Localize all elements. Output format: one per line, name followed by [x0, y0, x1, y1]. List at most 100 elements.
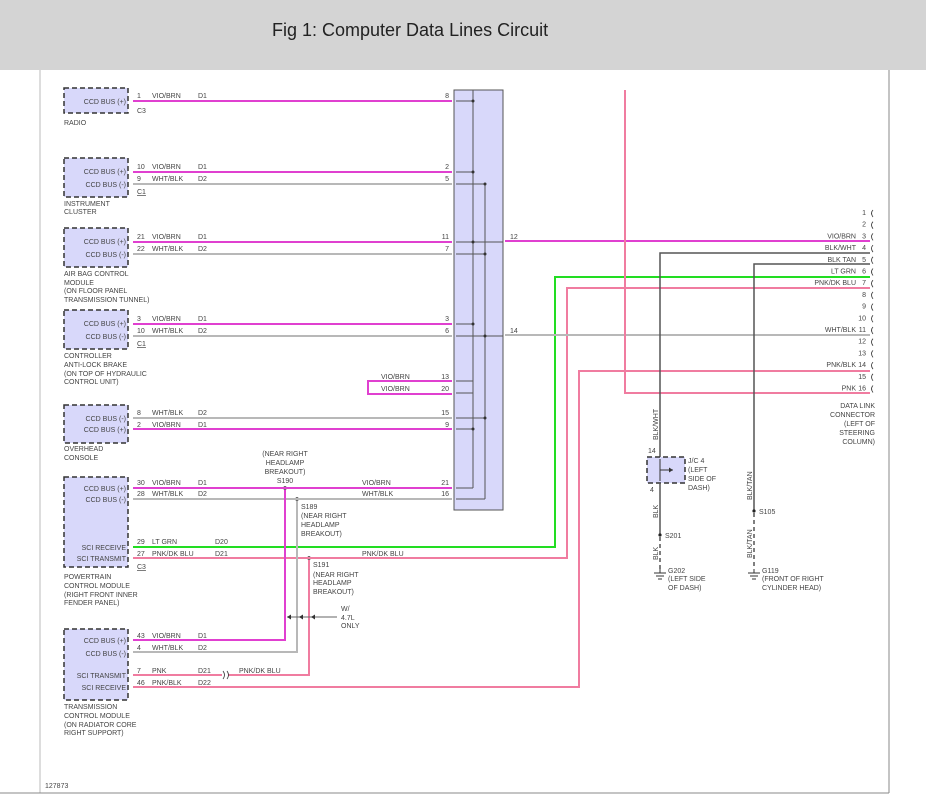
svg-text:S105: S105 [759, 509, 775, 516]
svg-text:D1: D1 [198, 480, 207, 487]
svg-text:S201: S201 [665, 533, 681, 540]
svg-text:J/C 4: J/C 4 [688, 458, 704, 465]
dlc-cavity-icon [871, 291, 874, 300]
svg-text:D1: D1 [198, 234, 207, 241]
svg-text:D21: D21 [198, 668, 211, 675]
svg-text:(LEFT SIDE: (LEFT SIDE [668, 576, 706, 583]
svg-text:8: 8 [445, 93, 449, 100]
bus-output-14: 14 [510, 328, 518, 335]
ground-g119: BLK/TAN S105 BLK/TAN G119 (FRONT OF RIGH… [747, 471, 824, 592]
module-transmission-control: CCD BUS (+) CCD BUS (-) SCI TRANSMIT SCI… [63, 628, 281, 737]
svg-text:29: 29 [137, 539, 145, 546]
svg-text:G202: G202 [668, 568, 685, 575]
figure-title: Fig 1: Computer Data Lines Circuit [272, 20, 549, 40]
svg-text:VIO/BRN: VIO/BRN [152, 422, 181, 429]
wire-tcm-sci-receive [133, 370, 870, 688]
svg-text:BLK: BLK [653, 504, 660, 518]
svg-text:9: 9 [445, 422, 449, 429]
svg-text:14: 14 [648, 448, 656, 455]
svg-text:HEADLAMP: HEADLAMP [266, 460, 305, 467]
svg-text:46: 46 [137, 680, 145, 687]
dlc-pin-number: 2 [862, 222, 866, 229]
dlc-cavity-icon [871, 338, 874, 346]
svg-text:VIO/BRN: VIO/BRN [381, 374, 410, 381]
svg-text:BLK/TAN: BLK/TAN [747, 529, 754, 558]
svg-text:CCD BUS (-): CCD BUS (-) [86, 334, 126, 341]
svg-text:(ON TOP OF HYDRAULIC: (ON TOP OF HYDRAULIC [64, 371, 147, 378]
svg-text:VIO/BRN: VIO/BRN [152, 164, 181, 171]
svg-text:PNK/DK BLU: PNK/DK BLU [362, 551, 404, 558]
svg-text:21: 21 [137, 234, 145, 241]
splice-s189: S189 (NEAR RIGHT HEADLAMP BREAKOUT) [295, 497, 347, 538]
svg-text:S189: S189 [301, 504, 317, 511]
svg-text:D21: D21 [215, 551, 228, 558]
svg-text:WHT/BLK: WHT/BLK [152, 328, 183, 335]
dlc-pin-wire: PNK/BLK [826, 362, 856, 369]
figure-header: Fig 1: Computer Data Lines Circuit [0, 0, 926, 70]
svg-text:MODULE: MODULE [64, 280, 94, 287]
svg-text:CONNECTOR: CONNECTOR [830, 412, 875, 419]
dlc-cavity-icon [871, 373, 874, 382]
svg-text:CONTROL MODULE: CONTROL MODULE [64, 713, 130, 720]
svg-text:20: 20 [441, 386, 449, 393]
svg-text:VIO/BRN: VIO/BRN [152, 633, 181, 640]
svg-text:D1: D1 [198, 93, 207, 100]
junction-connector-jc4: BLK/WHT 14 4 J/C 4 (LEFT SIDE OF DASH) B… [646, 408, 716, 569]
svg-text:3: 3 [137, 316, 141, 323]
svg-text:CCD BUS (+): CCD BUS (+) [84, 169, 126, 176]
dlc-cavity-icon [871, 268, 874, 276]
module-powertrain-control: CCD BUS (+) CCD BUS (-) SCI RECEIVE SCI … [63, 276, 870, 607]
bus-taps [456, 100, 503, 500]
dlc-pin-number: 1 [862, 210, 866, 217]
svg-text:(NEAR RIGHT: (NEAR RIGHT [313, 572, 359, 579]
svg-text:C3: C3 [137, 564, 146, 571]
svg-text:10: 10 [137, 328, 145, 335]
dlc-pin-number: 8 [862, 292, 866, 299]
svg-text:D2: D2 [198, 410, 207, 417]
svg-text:BLK/WHT: BLK/WHT [653, 408, 660, 440]
svg-text:(NEAR RIGHT: (NEAR RIGHT [301, 513, 347, 520]
svg-text:D20: D20 [215, 539, 228, 546]
svg-text:DATA LINK: DATA LINK [840, 403, 875, 410]
wire-s191-to-tcm [228, 560, 310, 676]
dlc-pin-number: 13 [858, 350, 866, 357]
svg-text:D2: D2 [198, 176, 207, 183]
svg-text:10: 10 [137, 164, 145, 171]
svg-text:VIO/BRN: VIO/BRN [152, 480, 181, 487]
svg-text:ANTI-LOCK BRAKE: ANTI-LOCK BRAKE [64, 362, 127, 369]
dlc-cavity-icon [871, 303, 874, 311]
svg-text:4: 4 [650, 487, 654, 494]
svg-text:27: 27 [137, 551, 145, 558]
dlc-cavity-icon [871, 221, 874, 229]
svg-text:LT GRN: LT GRN [152, 539, 177, 546]
svg-text:CCD BUS (+): CCD BUS (+) [84, 486, 126, 493]
svg-text:SCI RECEIVE: SCI RECEIVE [82, 685, 127, 692]
svg-text:RADIO: RADIO [64, 120, 87, 127]
svg-text:TRANSMISSION: TRANSMISSION [64, 704, 117, 711]
svg-text:TRANSMISSION TUNNEL): TRANSMISSION TUNNEL) [64, 297, 149, 304]
svg-text:AIR BAG CONTROL: AIR BAG CONTROL [64, 271, 129, 278]
svg-text:D2: D2 [198, 328, 207, 335]
svg-text:22: 22 [137, 246, 145, 253]
svg-text:8: 8 [137, 410, 141, 417]
wire-pnk-to-dlc-16 [624, 90, 870, 394]
svg-text:OVERHEAD: OVERHEAD [64, 446, 103, 453]
svg-text:OF DASH): OF DASH) [668, 585, 701, 592]
dlc-cavity-icon [871, 209, 874, 218]
svg-text:CCD BUS (+): CCD BUS (+) [84, 638, 126, 645]
svg-text:D22: D22 [198, 680, 211, 687]
svg-text:COLUMN): COLUMN) [842, 439, 875, 446]
dlc-pin-number: 16 [858, 386, 866, 393]
svg-text:VIO/BRN: VIO/BRN [152, 234, 181, 241]
svg-text:SCI TRANSMIT: SCI TRANSMIT [77, 556, 127, 563]
svg-text:(ON RADIATOR CORE: (ON RADIATOR CORE [64, 722, 137, 729]
svg-text:C3: C3 [137, 108, 146, 115]
dlc-pin-number: 9 [862, 304, 866, 311]
svg-text:7: 7 [445, 246, 449, 253]
svg-text:D1: D1 [198, 633, 207, 640]
svg-text:BREAKOUT): BREAKOUT) [301, 531, 342, 538]
dlc-pin-number: 11 [859, 327, 866, 334]
svg-text:(LEFT OF: (LEFT OF [844, 421, 875, 428]
svg-text:BLK/TAN: BLK/TAN [747, 471, 754, 500]
